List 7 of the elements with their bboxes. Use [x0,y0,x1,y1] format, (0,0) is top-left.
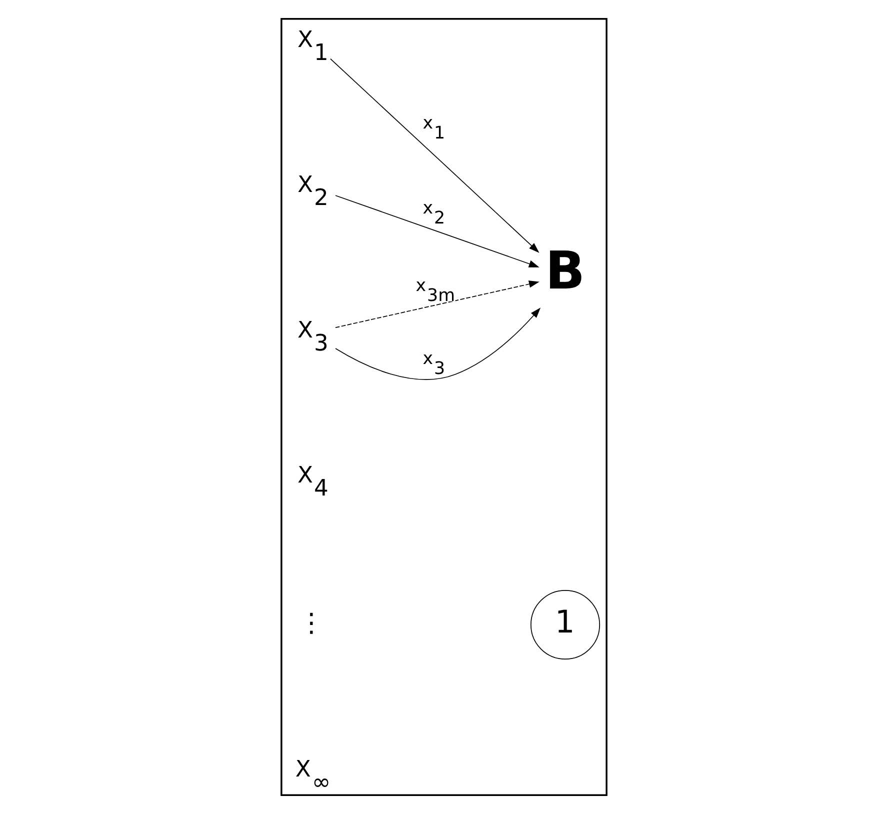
arrow [330,58,540,253]
cluster [280,18,608,796]
label: ⋮ [298,608,324,638]
arrow [335,280,540,328]
node-circle: 1 [530,590,600,660]
node-text: B [545,241,586,302]
arrow [335,308,541,380]
